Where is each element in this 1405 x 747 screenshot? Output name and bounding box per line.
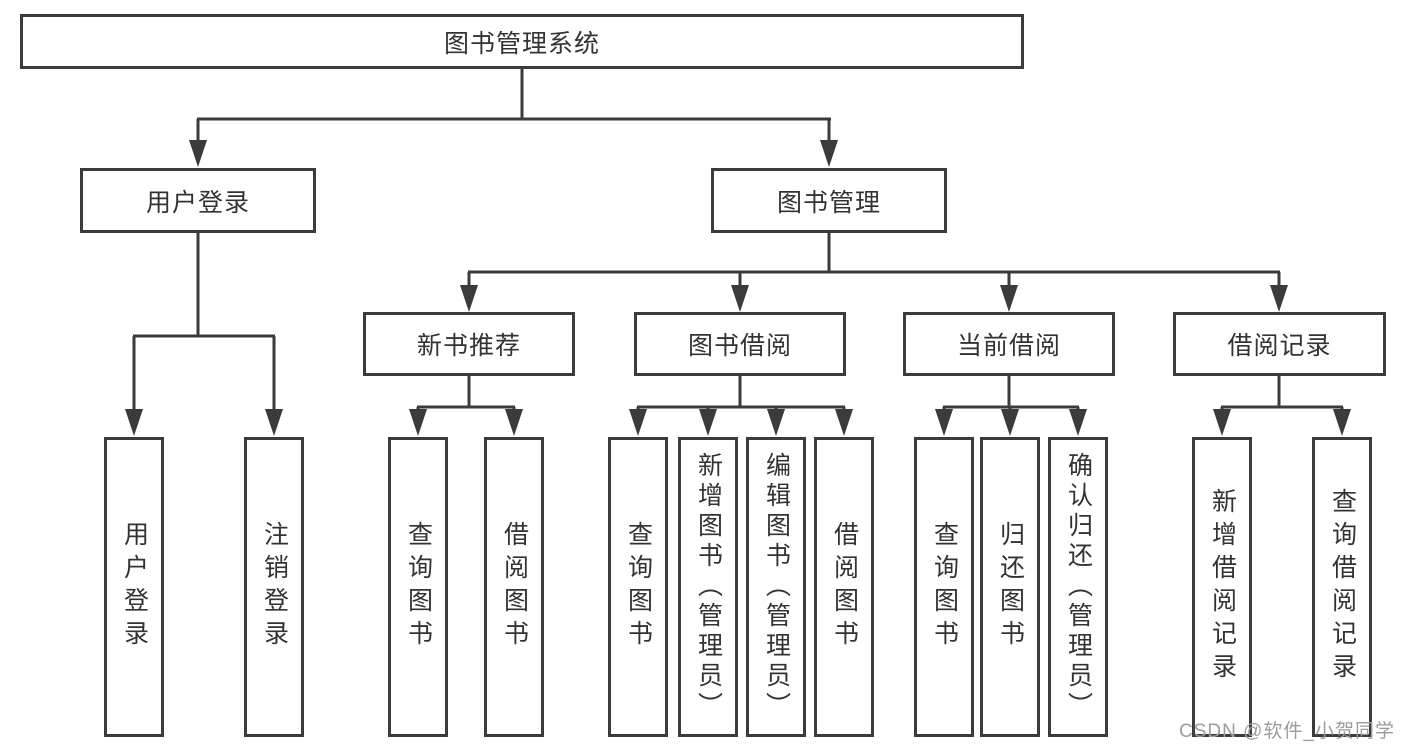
node-logout-leaf: 注销登录 xyxy=(244,437,304,737)
node-bb-query-books-label: 查询图书 xyxy=(624,521,653,653)
node-root-label: 图书管理系统 xyxy=(443,29,600,58)
node-new-book-rec-label: 新书推荐 xyxy=(416,332,521,360)
node-borrow-records-label: 借阅记录 xyxy=(1227,332,1332,360)
node-borrow-records: 借阅记录 xyxy=(1173,312,1386,376)
node-cb-confirm-return-label: 确认归还（管理员） xyxy=(1064,452,1093,722)
node-br-add-record: 新增借阅记录 xyxy=(1192,437,1252,737)
node-book-borrow-label: 图书借阅 xyxy=(687,332,792,360)
node-cb-query-books: 查询图书 xyxy=(914,437,974,737)
node-login-leaf: 用户登录 xyxy=(104,437,164,737)
node-book-mgmt-label: 图书管理 xyxy=(776,188,881,217)
node-bb-edit-books: 编辑图书（管理员） xyxy=(746,437,806,737)
node-cb-return-books-label: 归还图书 xyxy=(996,521,1025,653)
node-current-borrow: 当前借阅 xyxy=(903,312,1115,376)
node-br-query-record-label: 查询借阅记录 xyxy=(1328,488,1357,686)
node-rec-borrow-books: 借阅图书 xyxy=(484,437,544,737)
node-rec-borrow-books-label: 借阅图书 xyxy=(500,521,529,653)
node-logout-leaf-label: 注销登录 xyxy=(260,521,289,653)
csdn-watermark: CSDN @软件_小贺同学 xyxy=(1179,721,1395,742)
arrowheads xyxy=(125,140,1351,436)
node-rec-query-books: 查询图书 xyxy=(388,437,448,737)
node-bb-edit-books-label: 编辑图书（管理员） xyxy=(762,452,791,722)
node-current-borrow-label: 当前借阅 xyxy=(956,332,1061,360)
node-br-query-record: 查询借阅记录 xyxy=(1312,437,1372,737)
node-bb-borrow-books: 借阅图书 xyxy=(814,437,874,737)
node-root: 图书管理系统 xyxy=(20,14,1024,69)
node-bb-add-books-label: 新增图书（管理员） xyxy=(694,452,723,722)
node-rec-query-books-label: 查询图书 xyxy=(404,521,433,653)
node-cb-return-books: 归还图书 xyxy=(980,437,1040,737)
node-book-borrow: 图书借阅 xyxy=(634,312,846,376)
node-cb-query-books-label: 查询图书 xyxy=(930,521,959,653)
node-bb-borrow-books-label: 借阅图书 xyxy=(830,521,859,653)
node-bb-add-books: 新增图书（管理员） xyxy=(678,437,738,737)
node-bb-query-books: 查询图书 xyxy=(608,437,668,737)
node-user-login-label: 用户登录 xyxy=(145,188,250,217)
node-user-login: 用户登录 xyxy=(80,168,316,233)
node-book-mgmt: 图书管理 xyxy=(711,168,947,233)
node-new-book-rec: 新书推荐 xyxy=(363,312,575,376)
node-cb-confirm-return: 确认归还（管理员） xyxy=(1048,437,1108,737)
node-br-add-record-label: 新增借阅记录 xyxy=(1208,488,1237,686)
node-login-leaf-label: 用户登录 xyxy=(120,521,149,653)
